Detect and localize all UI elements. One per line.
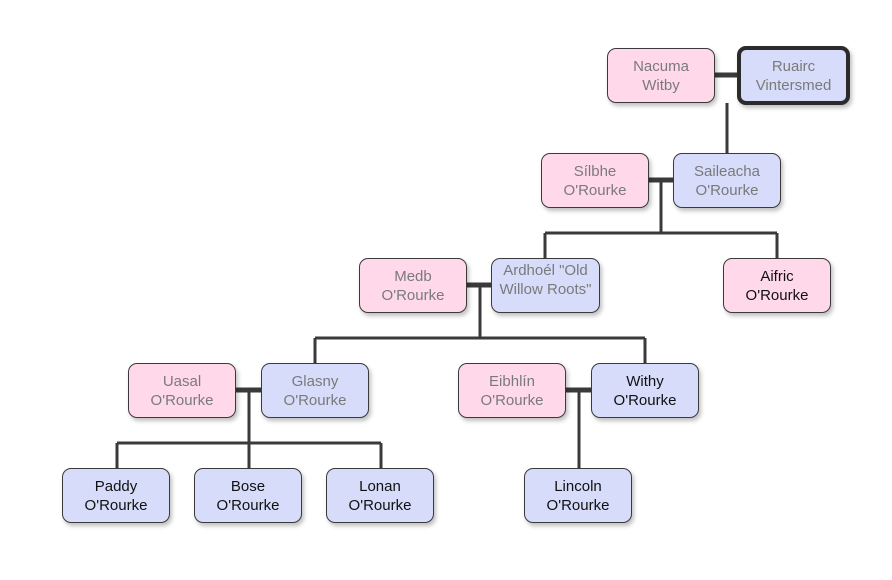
person-last-name: O'Rourke	[283, 391, 347, 409]
person-first-name: Ruairc	[771, 57, 816, 75]
person-first-name: Eibhlín	[489, 372, 535, 390]
person-last-name: O'Rourke	[480, 391, 544, 409]
person-last-name: O'Rourke	[745, 286, 809, 304]
person-last-name: O'Rourke	[381, 286, 445, 304]
person-first-name: Nacuma	[633, 57, 689, 75]
person-first-name: Lonan	[359, 477, 401, 495]
person-last-name: O'Rourke	[613, 391, 677, 409]
person-first-name: Glasny	[291, 372, 339, 390]
person-ardhoel[interactable]: Ardhoél "Old Willow Roots"	[491, 258, 600, 313]
person-first-name: Aifric	[760, 267, 794, 285]
person-last-name: O'Rourke	[546, 496, 610, 514]
person-first-name: Uasal	[162, 372, 202, 390]
person-first-name: Ardhoél "Old Willow Roots"	[499, 262, 592, 298]
person-first-name: Sílbhe	[573, 162, 617, 180]
person-first-name: Lincoln	[554, 477, 602, 495]
person-last-name: Witby	[642, 76, 680, 94]
person-last-name: O'Rourke	[695, 181, 759, 199]
person-last-name: O'Rourke	[150, 391, 214, 409]
person-first-name: Bose	[230, 477, 266, 495]
person-last-name: Vintersmed	[755, 76, 832, 94]
person-first-name: Paddy	[94, 477, 138, 495]
person-first-name: Saileacha	[694, 162, 760, 180]
person-first-name: Medb	[394, 267, 432, 285]
person-last-name: O'Rourke	[84, 496, 148, 514]
person-last-name: O'Rourke	[216, 496, 280, 514]
person-last-name: O'Rourke	[563, 181, 627, 199]
person-last-name: O'Rourke	[348, 496, 412, 514]
person-first-name: Withy	[626, 372, 664, 390]
